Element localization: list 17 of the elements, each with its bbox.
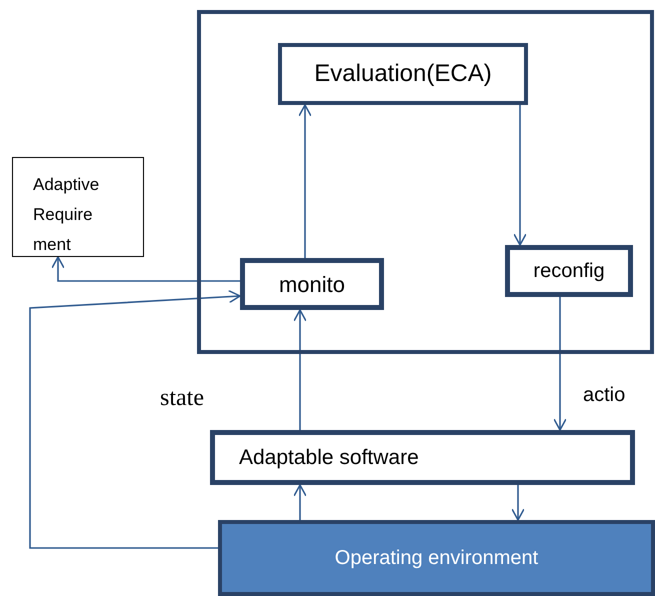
arrow [29,290,241,549]
arrow [553,297,567,431]
text-label: actio [583,383,626,408]
text-label: state [160,384,204,413]
arrow [513,105,527,246]
arrow [293,309,307,430]
arrow [51,256,240,282]
process-box: Adaptive Require ment [12,157,144,257]
arrow [511,485,525,521]
system-box [197,10,654,354]
arrow [298,104,312,258]
process-box: Adaptable software [210,430,635,485]
process-box: monito [240,258,384,310]
process-box: reconfig [505,245,633,297]
process-box: Evaluation(ECA) [278,43,528,105]
arrow [293,484,307,520]
environment-box: Operating environment [218,520,655,596]
